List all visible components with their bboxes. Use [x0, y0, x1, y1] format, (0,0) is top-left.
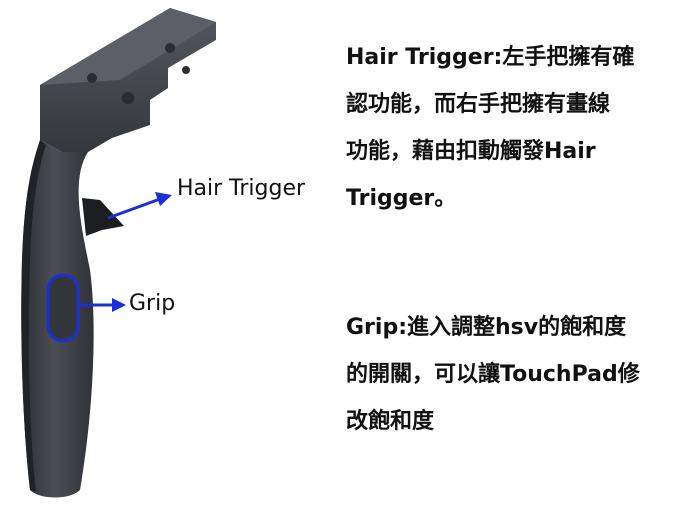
- controller-head-top: [40, 8, 216, 85]
- description-line: 改飽和度: [346, 409, 435, 434]
- description-line: 認功能，而右手把擁有畫線: [346, 92, 611, 117]
- description-line: 功能，藉由扣動觸發Hair: [346, 139, 596, 164]
- grip-arrowhead: [112, 298, 126, 312]
- hair-trigger-arrow: [107, 197, 161, 220]
- hair-trigger-arrowhead: [155, 192, 172, 206]
- hair-trigger-label: Hair Trigger: [177, 176, 306, 201]
- controller-side-rim: [21, 140, 46, 492]
- grip-pad: [46, 273, 80, 343]
- description-line: Trigger。: [346, 186, 457, 211]
- sensor-dot: [122, 92, 134, 104]
- grip-description: Grip:進入調整hsv的飽和度 的開關，可以讓TouchPad修 改飽和度: [346, 304, 640, 445]
- grip-label: Grip: [129, 291, 176, 316]
- hair-trigger-description: Hair Trigger:左手把擁有確 認功能，而右手把擁有畫線 功能，藉由扣動…: [346, 34, 634, 222]
- hair-trigger-shape: [82, 198, 124, 236]
- description-line: 的開關，可以讓TouchPad修: [346, 362, 640, 387]
- sensor-dot: [165, 43, 175, 53]
- sensor-dot: [182, 66, 190, 74]
- description-line: Hair Trigger:左手把擁有確: [346, 45, 635, 70]
- sensor-dot: [87, 73, 97, 83]
- description-line: Grip:進入調整hsv的飽和度: [346, 315, 627, 340]
